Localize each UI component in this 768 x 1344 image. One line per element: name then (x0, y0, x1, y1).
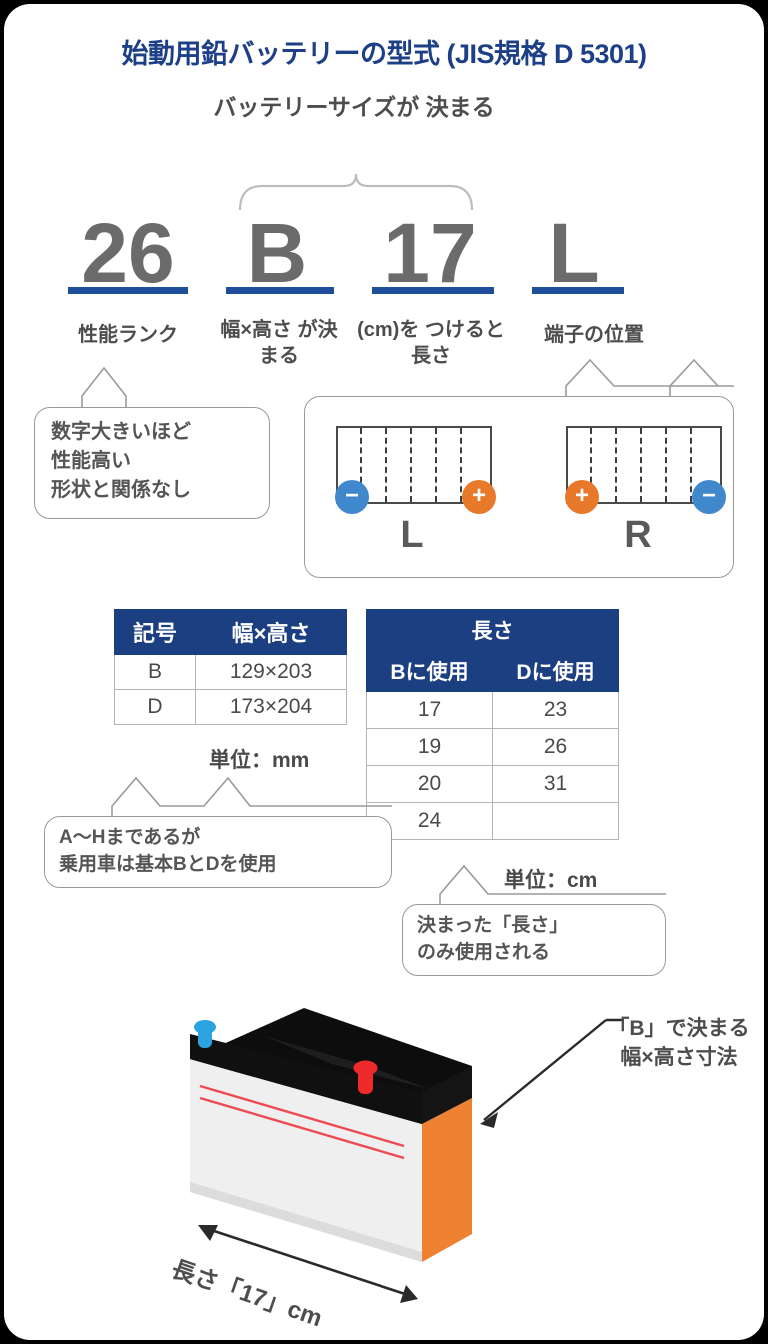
terminal-plus-left: + (462, 480, 496, 514)
callout-symbol-range: A〜Hまであるが 乗用車は基本BとDを使用 (44, 816, 392, 888)
size-brace-icon (238, 173, 474, 211)
code-rule-2 (372, 287, 494, 294)
size-table-header-0: 記号 (114, 609, 196, 655)
table-row: D 173×204 (114, 689, 347, 725)
symbol-range-pointer (111, 776, 392, 818)
rank-callout-pointer (81, 366, 127, 410)
code-char-2: 17 (383, 206, 477, 300)
code-desc-3: 端子の位置 (544, 324, 644, 346)
code-desc-0: 性能ランク (78, 324, 178, 346)
size-table: 記号 幅×高さ B 129×203 D 173×204 (114, 609, 347, 725)
table-row: B 129×203 (114, 654, 347, 690)
table-row: 19 26 (366, 728, 619, 766)
code-char-3: L (548, 206, 600, 300)
length-table-header-0: Bに使用 (366, 650, 493, 692)
terminal-negative-icon (194, 1020, 216, 1048)
page-title: 始動用鉛バッテリーの型式 (JIS規格 D 5301) (121, 39, 647, 69)
size-cell-symbol: B (114, 654, 196, 690)
length-dimension-arrow (198, 1225, 418, 1303)
length-table-header-1: Dに使用 (492, 650, 619, 692)
terminal-plus-right: + (565, 480, 599, 514)
size-table-unit: 単位：mm (209, 749, 310, 772)
size-table-header-1: 幅×高さ (195, 609, 347, 655)
size-cell-dims: 129×203 (195, 654, 347, 690)
code-desc-2: (cm)を つけると長さ (357, 319, 505, 367)
length-cell-d (492, 802, 619, 840)
infographic-card: 始動用鉛バッテリーの型式 (JIS規格 D 5301) バッテリーサイズが 決ま… (4, 4, 764, 1340)
table-row: 17 23 (366, 691, 619, 729)
code-char-1: B (246, 206, 308, 300)
length-table: 長さ Bに使用 Dに使用 17 23 19 26 20 31 24 (366, 609, 619, 840)
brace-label: バッテリーサイズが 決まる (213, 94, 495, 120)
size-cell-dims: 173×204 (195, 689, 347, 725)
length-cell-b: 19 (366, 728, 493, 766)
length-cell-d: 23 (492, 691, 619, 729)
code-rule-0 (68, 287, 188, 294)
size-cell-symbol: D (114, 689, 196, 725)
length-table-unit: 単位：cm (504, 869, 598, 892)
terminal-label-right: R (624, 514, 652, 556)
code-rule-3 (532, 287, 624, 294)
battery-dimension-label: 「B」で決まる 幅×高さ寸法 (608, 1017, 750, 1070)
callout-length-fixed: 決まった「長さ」 のみ使用される (402, 904, 666, 976)
terminal-minus-right: − (692, 480, 726, 514)
terminal-minus-left: − (335, 480, 369, 514)
terminal-positive-icon (353, 1060, 378, 1094)
code-desc-1: 幅×高さ が決まる (220, 319, 338, 367)
code-rule-1 (226, 287, 334, 294)
length-table-title: 長さ (366, 609, 619, 651)
callout-rank: 数字大きいほど 性能高い 形状と関係なし (34, 407, 270, 519)
code-char-0: 26 (81, 206, 175, 300)
battery-illustration (190, 1008, 624, 1262)
length-cell-d: 26 (492, 728, 619, 766)
length-fixed-pointer (439, 864, 666, 906)
terminal-callout-pointer (565, 358, 734, 398)
table-row: 20 31 (366, 765, 619, 803)
table-row: 24 (366, 802, 619, 840)
terminal-label-left: L (400, 514, 424, 556)
length-cell-b: 17 (366, 691, 493, 729)
length-cell-d: 31 (492, 765, 619, 803)
